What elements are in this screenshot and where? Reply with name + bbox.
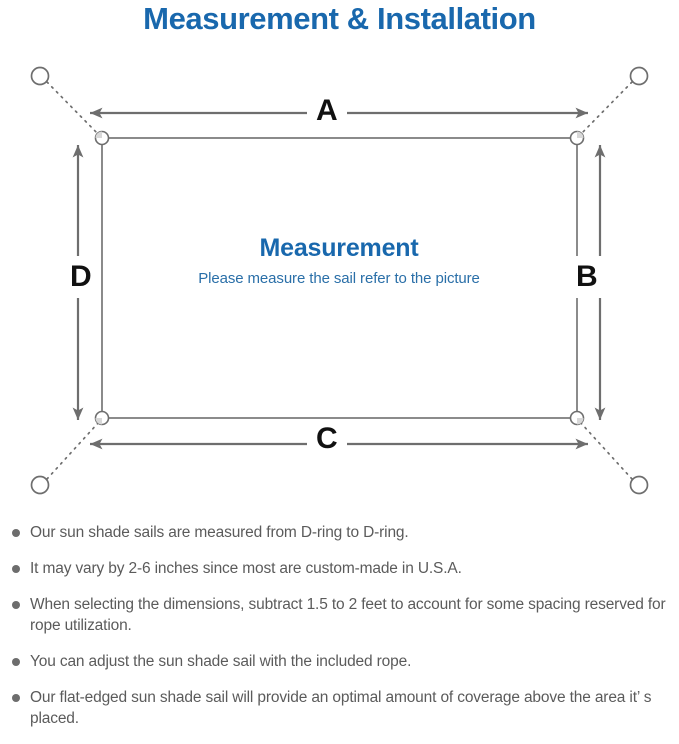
bullet-icon bbox=[12, 694, 20, 702]
sail-body bbox=[101, 137, 578, 419]
measurement-diagram: A B C D Measurement Please measure the s… bbox=[0, 48, 679, 518]
list-item: It may vary by 2-6 inches since most are… bbox=[0, 558, 679, 579]
anchor-ring-top-left bbox=[30, 66, 50, 86]
bullet-icon bbox=[12, 601, 20, 609]
list-item: When selecting the dimensions, subtract … bbox=[0, 594, 679, 636]
rope-top-left bbox=[46, 81, 100, 136]
dimension-label-b: B bbox=[572, 256, 602, 298]
rope-bottom-right bbox=[579, 421, 633, 480]
note-text: It may vary by 2-6 inches since most are… bbox=[30, 560, 462, 577]
dimension-label-d: D bbox=[66, 256, 96, 298]
rope-lines bbox=[46, 81, 633, 480]
sail-caption: Measurement Please measure the sail refe… bbox=[100, 233, 578, 289]
anchor-rings bbox=[30, 66, 649, 495]
dimension-label-c: C bbox=[307, 424, 347, 454]
page-title: Measurement & Installation bbox=[143, 1, 536, 36]
dimension-label-a: A bbox=[307, 96, 347, 126]
sail-caption-subtitle: Please measure the sail refer to the pic… bbox=[198, 270, 480, 287]
rope-bottom-left bbox=[46, 421, 100, 480]
note-text: Our flat-edged sun shade sail will provi… bbox=[30, 689, 652, 727]
anchor-ring-bottom-right bbox=[629, 475, 649, 495]
bullet-icon bbox=[12, 529, 20, 537]
rope-top-right bbox=[579, 81, 633, 136]
list-item: Our flat-edged sun shade sail will provi… bbox=[0, 687, 679, 729]
note-text: You can adjust the sun shade sail with t… bbox=[30, 653, 412, 670]
bullet-icon bbox=[12, 565, 20, 573]
note-text: Our sun shade sails are measured from D-… bbox=[30, 524, 409, 541]
bullet-icon bbox=[12, 658, 20, 666]
sail-d-ring-shading bbox=[95, 131, 584, 425]
list-item: You can adjust the sun shade sail with t… bbox=[0, 651, 679, 672]
note-text: When selecting the dimensions, subtract … bbox=[30, 596, 666, 634]
sail-caption-title: Measurement bbox=[259, 234, 419, 262]
notes-list: Our sun shade sails are measured from D-… bbox=[0, 522, 679, 744]
anchor-ring-bottom-left bbox=[30, 475, 50, 495]
list-item: Our sun shade sails are measured from D-… bbox=[0, 522, 679, 543]
anchor-ring-top-right bbox=[629, 66, 649, 86]
